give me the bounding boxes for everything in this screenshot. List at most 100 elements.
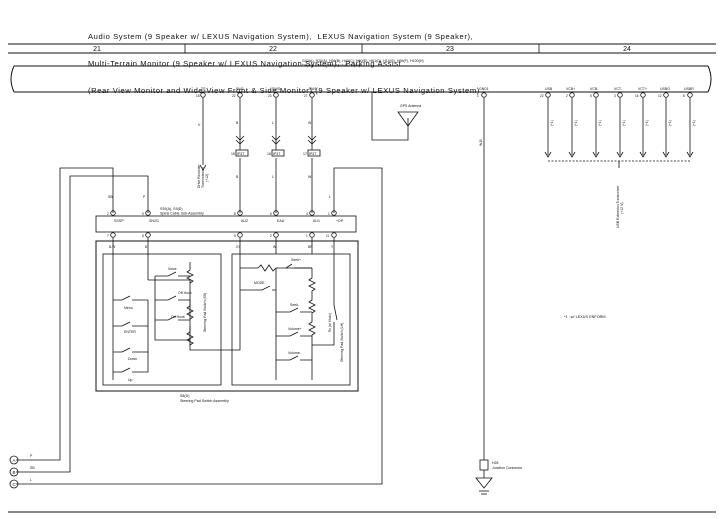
pin-vct-minus: VCT- 3 (614, 87, 623, 98)
pin-num: 2 (107, 212, 109, 216)
pin-num: 5 (234, 234, 236, 238)
outer-loop-wires: SB P L P SB L (16, 167, 383, 485)
usb-extension-ref: USB Extension Transceiver (616, 185, 620, 228)
splice-num: 16 (267, 152, 271, 156)
switch-label-volume-plus: Volume+ (288, 327, 302, 331)
ref-letter: C (13, 482, 17, 487)
wire-color: B-W (109, 245, 115, 249)
splice-num: 15 (231, 152, 235, 156)
pin-name: EAU (277, 219, 285, 223)
wire-color: GY (236, 245, 241, 249)
usb-wire-note: (+1) (598, 120, 602, 126)
wire-color: W (308, 175, 312, 179)
pin-name: USB (545, 87, 553, 91)
pin-num: 5 (590, 94, 592, 98)
ref-a-badge (9, 455, 19, 465)
column-label: 24 (623, 46, 631, 53)
pin-num: 2 (270, 234, 272, 238)
usb-wire-note: (+1) (622, 120, 626, 126)
wire-color: W (273, 245, 276, 249)
usb-extension-ref-2: (+12 V) (620, 202, 624, 214)
junction-connector (479, 459, 489, 471)
display-module-name: Display & Navigation Module Display (302, 64, 361, 68)
switch-label-seek-plus: Seek+ (291, 258, 301, 262)
wire-color: B (236, 175, 239, 179)
pin-num: 8 (683, 94, 685, 98)
antenna-icon (397, 111, 419, 127)
wire-color: BR (308, 245, 313, 249)
pin-num: 1 (328, 212, 330, 216)
pin-num: 3 (614, 94, 616, 98)
pin-name: USBG (660, 87, 670, 91)
splice-id: IP3T (309, 152, 317, 156)
column-label: 22 (269, 46, 277, 53)
pin-name: SN2G (149, 219, 159, 223)
usb-wire-note: (+1) (574, 120, 578, 126)
pin-name: AU2 (241, 219, 248, 223)
ground-wire-color: W-B (479, 139, 483, 146)
column-label: 21 (93, 46, 101, 53)
ref-c-badge (9, 479, 19, 489)
switch-label-seek-minus: Seek- (290, 303, 300, 307)
ground-icon (475, 477, 493, 489)
pin-num: 7 (107, 234, 109, 238)
splice-id: IP3T (273, 152, 281, 156)
ts-circuit: V Drive Recorder Transmission (+12) (197, 98, 209, 188)
diagram-title: Audio System (9 Speaker w/ LEXUS Navigat… (88, 14, 480, 104)
gps-antenna: GPS Antenna (371, 92, 421, 141)
swg-wire: L IP3T 16 L (267, 98, 285, 213)
wire-color: P (30, 454, 33, 458)
left-switch-ladder: Menu ENTER Down Up Voice Off Hook On Hoo… (113, 262, 207, 382)
pin-num: 9 (142, 212, 144, 216)
display-module-body (10, 65, 712, 93)
wire-color: P (143, 195, 146, 199)
switch-label-off-hook: Off Hook (178, 291, 192, 295)
pin-vcb-minus: VCB- 5 (590, 87, 599, 98)
spiral-cable-name: Spiral Cable Sub-Assembly (160, 212, 204, 216)
pin-name: USBR (684, 87, 694, 91)
switch-label-volume-minus: Volume- (288, 351, 302, 355)
pin-num: 22 (540, 94, 544, 98)
switch-label-voice: Voice (168, 267, 177, 271)
steering-pad-body (95, 240, 359, 392)
drive-recorder-ref: Drive Recorder (197, 164, 201, 188)
switch-label-enter: ENTER (124, 330, 136, 334)
right-switch-ladder: Seek+ MODE Seek- Volume+ Volume- Rx (w/ … (240, 254, 344, 380)
pin-name: SSSP (114, 219, 124, 223)
splice-connector (271, 149, 285, 157)
pin-num: 18 (196, 94, 200, 98)
pin-name: VCT- (614, 87, 623, 91)
pin-num: 2 (566, 94, 568, 98)
pin-num: 12 (658, 94, 662, 98)
pin-num: 6 (270, 212, 272, 216)
pin-name: +DP (336, 219, 344, 223)
display-module-code: G42(A), H25(A), H30(B), H40(C), H60(D), … (302, 59, 424, 63)
spiral-cable-code: S39(A), S9(D) (160, 207, 183, 211)
pin-name: GND1 (479, 87, 489, 91)
wire-color: SB (108, 195, 113, 199)
sw2-wire: B IP3T 15 B (231, 98, 249, 213)
pin-name: VCB- (590, 87, 599, 91)
junction-code: H28 (492, 461, 498, 465)
pin-name: VCT+ (638, 87, 647, 91)
wire-color: L (30, 478, 32, 482)
splice-num: 17 (303, 152, 307, 156)
pin-name: AU1 (313, 219, 320, 223)
steering-pad-assembly: S8(D) Steering Pad Switch Assembly B-W B… (95, 238, 359, 403)
column-label: 23 (446, 46, 454, 53)
pin-name: VCB+ (566, 87, 575, 91)
splice-connector (307, 149, 321, 157)
pin-num: 4 (306, 212, 308, 216)
title-line-2: Multi-Terrain Monitor (9 Speaker w/ LEXU… (88, 59, 402, 68)
resistor-ladder (186, 262, 194, 346)
usb-wire-note: (+1) (645, 120, 649, 126)
gps-antenna-label: GPS Antenna (400, 104, 421, 108)
pin-vct-plus: VCT+16 (635, 87, 647, 98)
wire-color: B (145, 245, 147, 249)
